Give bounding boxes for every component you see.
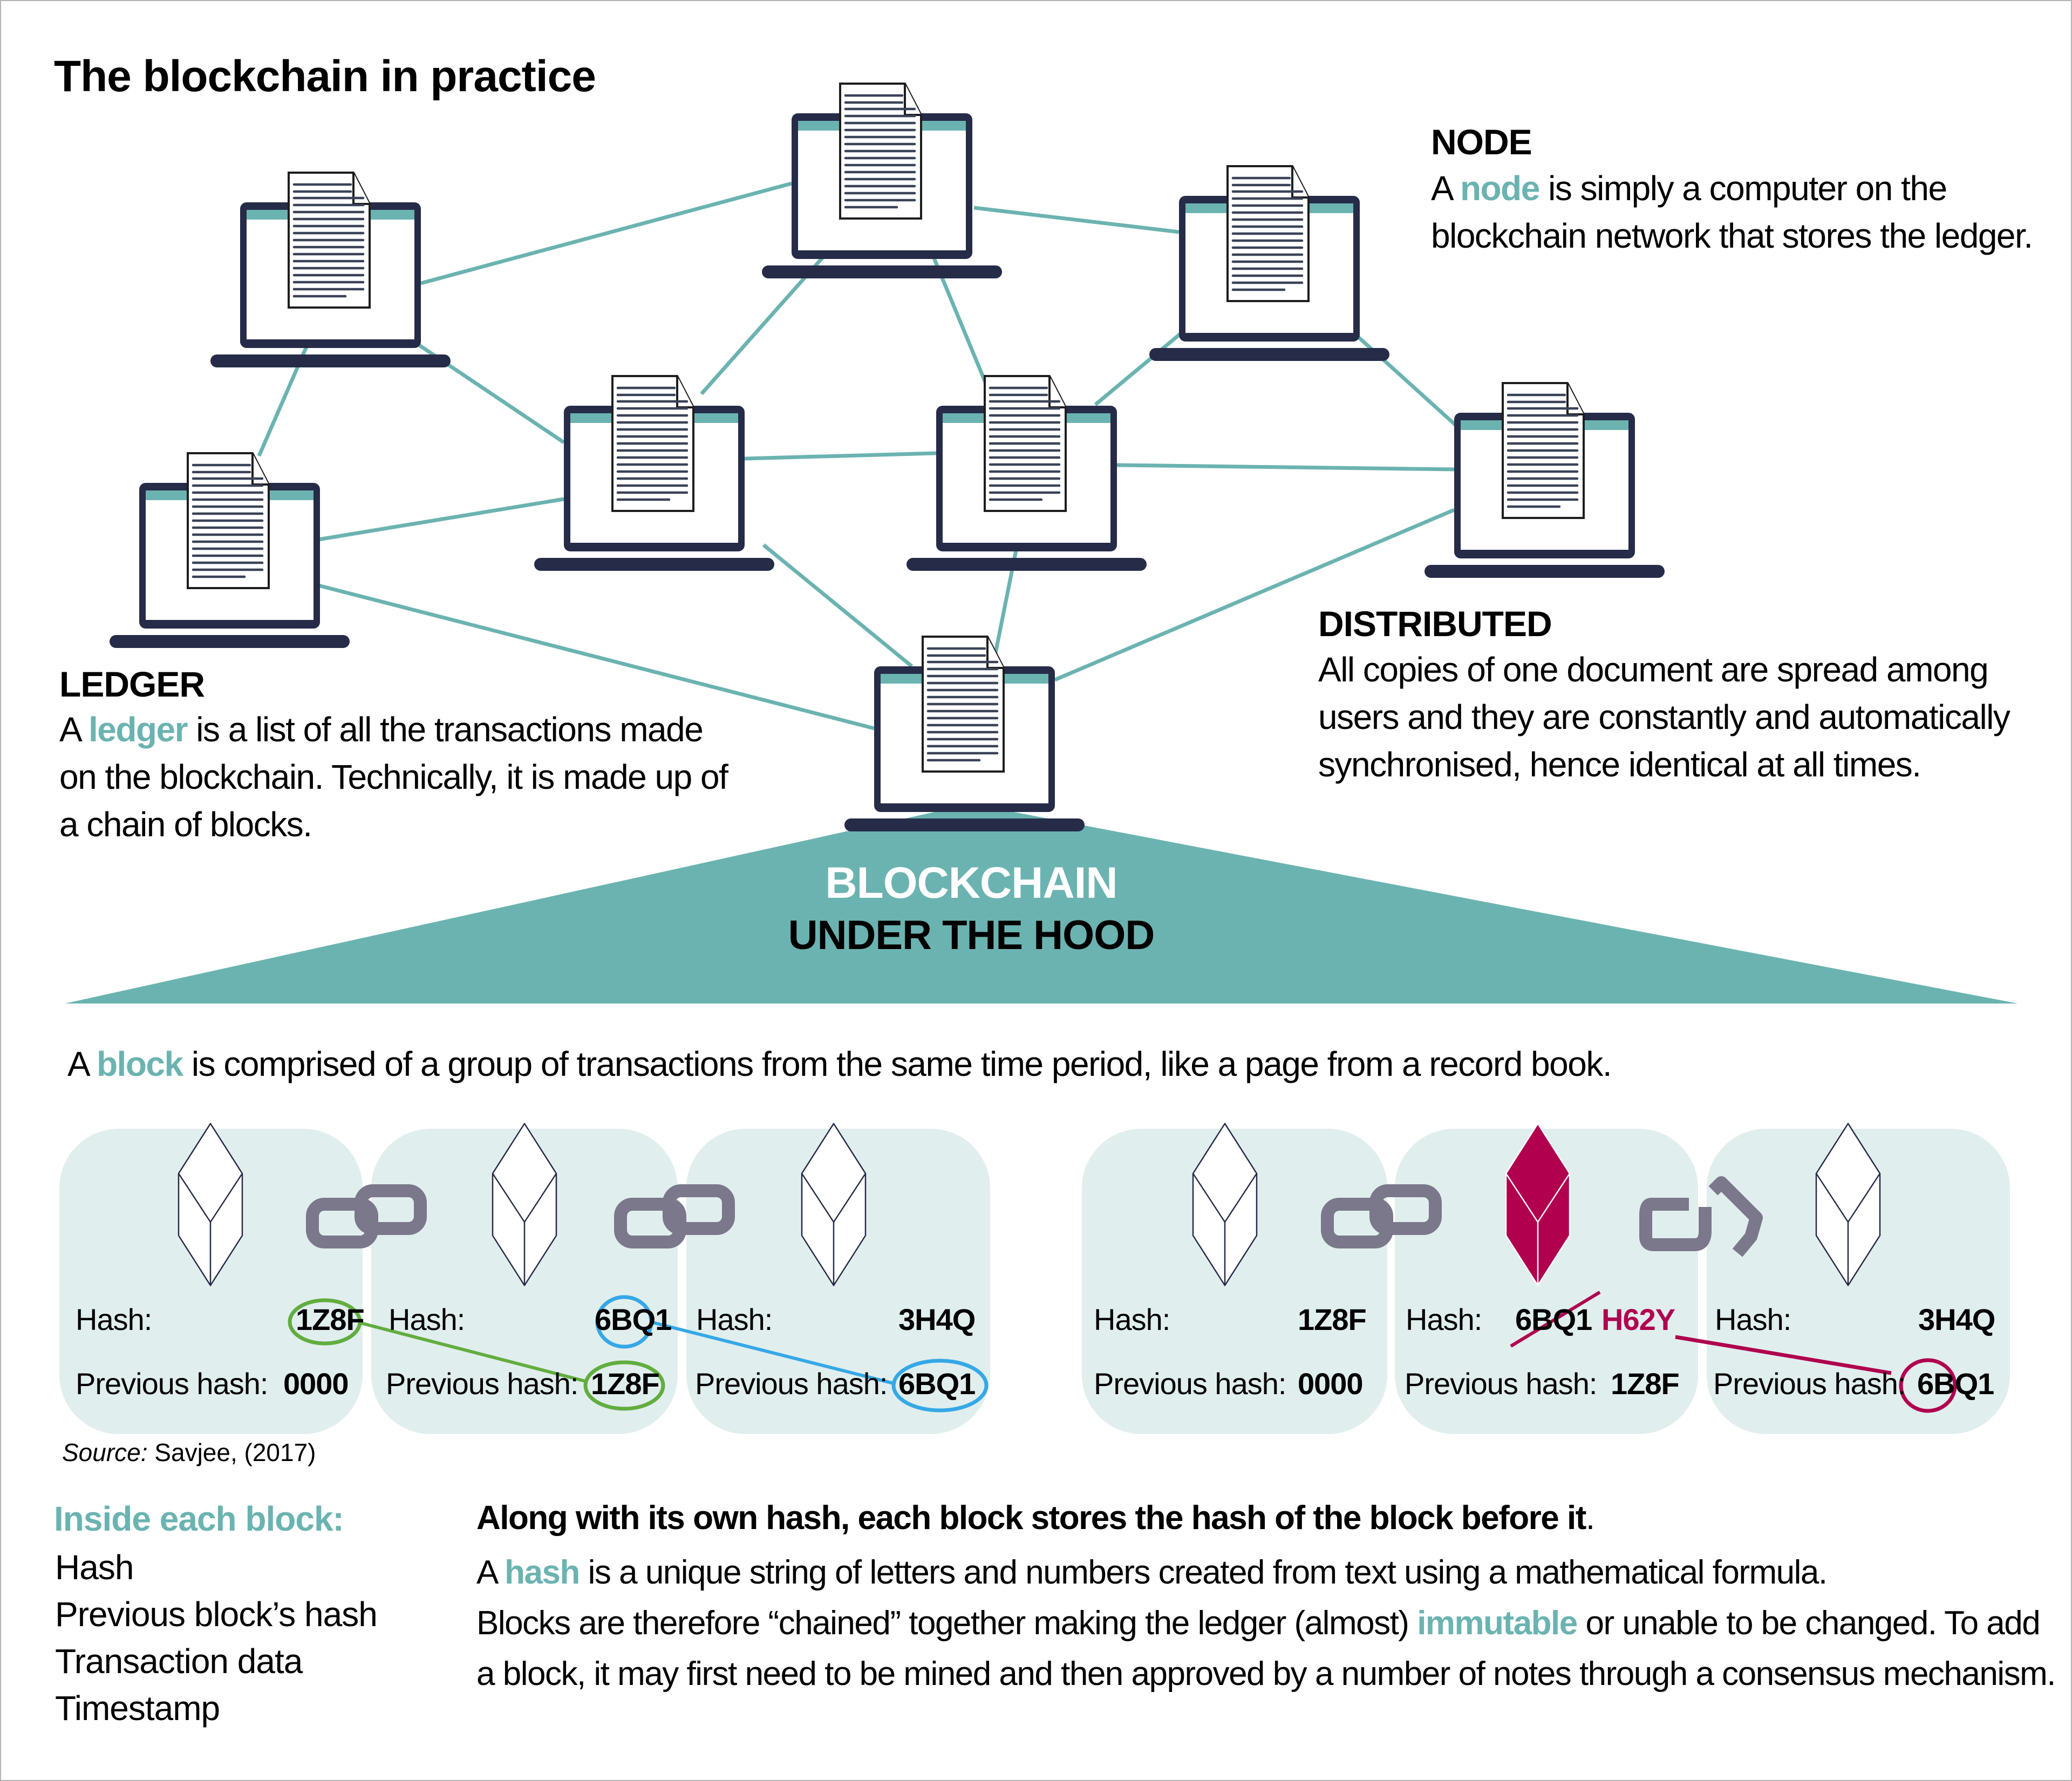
link-n1-n2	[420, 181, 792, 285]
distributed-heading: DISTRIBUTED	[1318, 604, 1552, 644]
explanation-headline: Along with its own hash, each block stor…	[476, 1499, 1595, 1537]
hash-label: Hash:	[76, 1302, 152, 1336]
node-heading: NODE	[1431, 122, 1532, 162]
prev-hash-value: 6BQ1	[1917, 1367, 1994, 1401]
node-laptop-6	[906, 376, 1147, 571]
prev-hash-value: 0000	[1298, 1367, 1364, 1401]
hash-value: 6BQ1	[595, 1302, 672, 1336]
node-laptop-3	[1149, 166, 1389, 361]
link-n1-n5	[398, 330, 565, 444]
node-laptop-7	[1424, 383, 1665, 578]
distributed-description: All copies of one document are spread am…	[1318, 650, 2010, 784]
inside-block-title: Inside each block:	[54, 1499, 344, 1538]
hash-value: 3H4Q	[1918, 1302, 1995, 1336]
hash-label: Hash:	[1094, 1302, 1170, 1336]
prev-hash-label: Previous hash:	[1713, 1367, 1906, 1401]
page-title: The blockchain in practice	[54, 52, 596, 101]
hash-value: 1Z8F	[296, 1302, 365, 1336]
network-diagram	[65, 0, 2018, 1004]
under-the-hood-triangle	[65, 804, 2018, 1004]
node-laptop-1	[210, 173, 451, 367]
link-n7-n8	[1054, 508, 1455, 682]
link-n6-n7	[1116, 463, 1455, 472]
hash-value: 1Z8F	[1298, 1302, 1367, 1336]
node-laptop-2	[762, 84, 1002, 278]
immutable-keyword: immutable	[1417, 1605, 1578, 1642]
banner-subtitle: UNDER THE HOOD	[788, 912, 1155, 958]
prev-hash-value: 1Z8F	[591, 1367, 660, 1401]
ledger-description: A ledger is a list of all the transactio…	[59, 710, 728, 844]
node-laptop-8	[844, 637, 1085, 831]
old-hash-value: 6BQ1	[1515, 1302, 1592, 1336]
prev-hash-label: Previous hash:	[386, 1367, 578, 1401]
banner-title: BLOCKCHAIN	[825, 858, 1117, 907]
source-citation: Source: Savjee, (2017)	[62, 1438, 316, 1466]
hash-label: Hash:	[696, 1302, 773, 1336]
block-keyword: block	[96, 1045, 183, 1083]
hash-value: 3H4Q	[898, 1302, 976, 1336]
block-description: A block is comprised of a group of trans…	[67, 1045, 1612, 1083]
prev-hash-value: 0000	[283, 1367, 349, 1401]
link-n2-n3	[973, 206, 1180, 234]
ledger-heading: LEDGER	[59, 664, 205, 704]
link-n3-n7	[1342, 322, 1458, 428]
node-laptop-5	[534, 376, 774, 571]
prev-hash-label: Previous hash:	[1094, 1367, 1286, 1401]
inside-block-item: Previous block’s hash	[55, 1595, 378, 1634]
link-n5-n8	[762, 543, 914, 668]
inside-block-item: Timestamp	[55, 1689, 220, 1728]
link-n3-n6	[1094, 322, 1194, 406]
prev-hash-label: Previous hash:	[76, 1367, 268, 1401]
hash-keyword: hash	[505, 1554, 580, 1591]
node-description: A node is simply a computer on the block…	[1431, 169, 2033, 255]
link-n2-n6	[923, 236, 992, 395]
link-n1-n4	[257, 331, 315, 457]
link-n4-n8	[318, 583, 875, 731]
ledger-keyword: ledger	[88, 710, 188, 749]
hash-label: Hash:	[1406, 1302, 1482, 1336]
prev-hash-label: Previous hash:	[1405, 1367, 1597, 1401]
new-hash-value: H62Y	[1601, 1302, 1675, 1336]
hash-label: Hash:	[388, 1302, 465, 1336]
link-n5-n6	[744, 451, 937, 461]
hash-label: Hash:	[1715, 1302, 1791, 1336]
prev-hash-label: Previous hash:	[695, 1367, 888, 1401]
prev-hash-value: 6BQ1	[898, 1367, 976, 1401]
link-n4-n5	[318, 497, 564, 542]
prev-hash-value: 1Z8F	[1611, 1367, 1680, 1401]
node-laptop-4	[110, 453, 350, 648]
inside-block-item: Hash	[55, 1548, 134, 1587]
explanation-paragraph: A hash is a unique string of letters and…	[476, 1554, 2056, 1693]
inside-block-item: Transaction data	[55, 1642, 303, 1681]
node-keyword: node	[1460, 169, 1540, 208]
